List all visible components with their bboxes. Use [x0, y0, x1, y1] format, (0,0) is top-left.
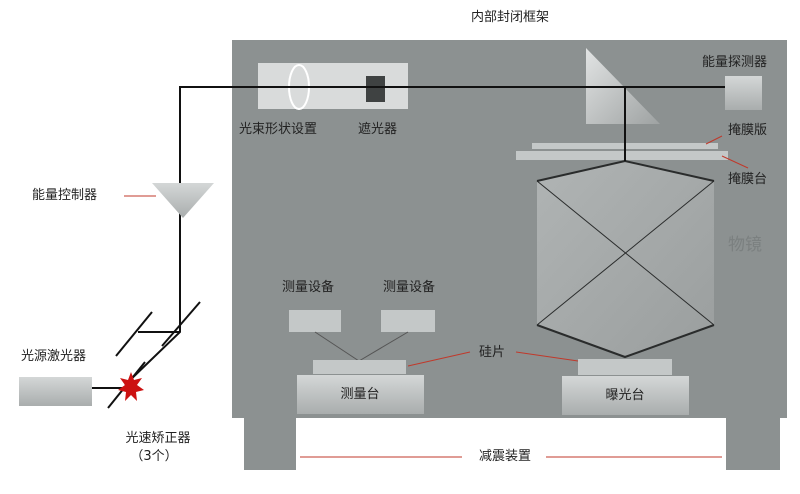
mask-stage-label: 掩膜台 — [728, 172, 768, 187]
measure-device-2-block — [381, 310, 435, 332]
measure-stage-block — [297, 375, 424, 414]
damping-label: 减震装置 — [478, 449, 532, 464]
laser-source-label: 光源激光器 — [21, 349, 87, 364]
mask-stage — [516, 151, 728, 160]
energy-controller-triangle — [152, 183, 214, 218]
mask-leader — [705, 135, 723, 145]
damping-leg-right — [726, 418, 780, 470]
corrector-mirror-1 — [115, 311, 153, 357]
measure-ray-2 — [358, 331, 409, 362]
beam-corrector-count: （3个） — [130, 449, 178, 464]
diagram-title: 内部封闭框架 — [470, 10, 550, 25]
objective-cross-2 — [536, 180, 715, 326]
exposure-stage-label: 曝光台 — [605, 388, 645, 403]
shutter-block — [366, 76, 385, 102]
beam-shaping-label: 光束形状设置 — [239, 122, 318, 137]
energy-detector-block — [725, 76, 762, 110]
energy-detector-label: 能量探测器 — [702, 55, 768, 70]
beam-path-top — [179, 86, 725, 182]
laser-star-icon — [118, 372, 144, 401]
energy-controller-label: 能量控制器 — [32, 188, 98, 203]
measure-device-1-label: 测量设备 — [282, 280, 335, 295]
laser-source-block — [19, 377, 92, 406]
wafer-leader-right — [515, 351, 579, 362]
beam-corrector-label: 光速矫正器 — [125, 431, 191, 446]
measure-ray-1 — [314, 331, 360, 362]
wafer-leader-left — [407, 351, 471, 367]
shutter-label: 遮光器 — [358, 122, 398, 137]
exposure-wafer — [578, 359, 672, 375]
beam-path — [124, 182, 181, 386]
mask-stage-leader — [721, 155, 749, 169]
wafer-label: 硅片 — [479, 345, 506, 360]
objective-label: 物镜 — [728, 235, 762, 255]
measure-device-1-block — [289, 310, 341, 332]
damping-leg-left — [244, 418, 296, 470]
measure-stage-label: 测量台 — [340, 387, 380, 402]
exposure-stage-block — [562, 376, 689, 415]
objective-outline-bottom — [536, 324, 715, 359]
corrector-mirror-2 — [161, 301, 201, 347]
measure-wafer — [313, 360, 406, 374]
mask-label: 掩膜版 — [728, 123, 768, 138]
objective-lens — [537, 161, 714, 357]
measure-device-2-label: 测量设备 — [383, 280, 436, 295]
